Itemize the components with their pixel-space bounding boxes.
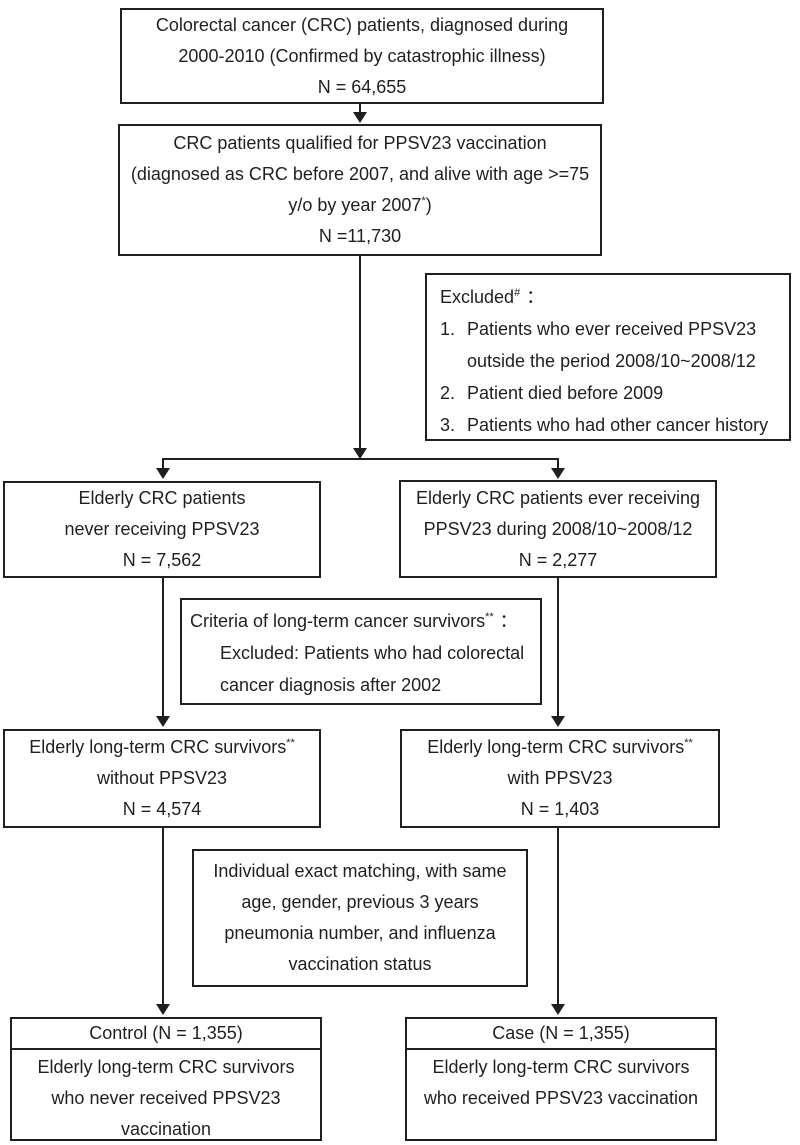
arrowhead-icon [156, 1004, 170, 1015]
item-number: 1. [440, 319, 456, 339]
box-line: 2000-2010 (Confirmed by catastrophic ill… [178, 45, 546, 66]
excluded-title: Excluded#： [440, 287, 545, 307]
arrowhead-icon [156, 716, 170, 727]
box-line: (diagnosed as CRC before 2007, and alive… [130, 164, 590, 184]
box-line: y/o by year 2007*) [288, 195, 432, 215]
footnote-asterisk: * [421, 195, 426, 207]
item-line: Patient died before 2009 [467, 383, 664, 403]
item-line: Patients who had other cancer history [467, 415, 769, 435]
box-line: PPSV23 during 2008/10~2008/12 [423, 518, 693, 539]
box-line: Elderly long-term CRC survivors** [427, 737, 693, 757]
box-line: pneumonia number, and influenza [224, 923, 496, 943]
box-line: vaccination status [288, 954, 432, 974]
box-line: with PPSV23 [507, 768, 613, 788]
box-ever-ppsv23: Elderly CRC patients ever receiving PPSV… [399, 480, 717, 578]
arrowhead-icon [551, 1004, 565, 1015]
arrowhead-icon [353, 448, 367, 459]
box-matching-criteria: Individual exact matching, with same age… [192, 849, 528, 987]
footnote-hash: # [514, 287, 521, 299]
footnote-double-asterisk: ** [286, 737, 295, 749]
case-header: Case (N = 1,355) [407, 1019, 715, 1050]
box-control-group: Control (N = 1,355) Elderly long-term CR… [10, 1017, 322, 1141]
box-survivors-without-ppsv23: Elderly long-term CRC survivors** withou… [3, 729, 321, 828]
box-line: N =11,730 [318, 226, 402, 246]
criteria-line: cancer diagnosis after 2002 [220, 675, 442, 695]
control-header: Control (N = 1,355) [12, 1019, 320, 1050]
arrowhead-icon [551, 716, 565, 727]
arrowhead-icon [551, 468, 565, 479]
box-survivors-with-ppsv23: Elderly long-term CRC survivors** with P… [400, 729, 720, 828]
box-line: Elderly long-term CRC survivors** [29, 737, 295, 757]
footnote-double-asterisk: ** [485, 611, 494, 623]
box-line: N = 64,655 [317, 76, 407, 97]
box-line: N = 7,562 [122, 550, 202, 570]
box-line: vaccination [120, 1119, 212, 1139]
arrowhead-icon [156, 468, 170, 479]
box-excluded-criteria: Excluded#： 1. Patients who ever received… [425, 273, 791, 441]
box-line: N = 1,403 [520, 799, 600, 819]
item-number: 2. [440, 383, 456, 403]
box-never-ppsv23: Elderly CRC patients never receiving PPS… [3, 481, 321, 578]
excluded-item: 3. Patients who had other cancer history [440, 409, 781, 441]
box-qualified-patients: CRC patients qualified for PPSV23 vaccin… [118, 124, 602, 256]
box-line: without PPSV23 [96, 768, 228, 788]
item-line: outside the period 2008/10~2008/12 [467, 351, 756, 371]
box-line: Colorectal cancer (CRC) patients, diagno… [155, 14, 569, 35]
box-line: N = 4,574 [122, 799, 202, 819]
box-line: Elderly CRC patients ever receiving [415, 487, 701, 508]
excluded-item: 2. Patient died before 2009 [440, 377, 781, 409]
criteria-line: Excluded: Patients who had colorectal [220, 643, 525, 663]
box-line: who received PPSV23 vaccination [423, 1088, 699, 1108]
box-longterm-criteria: Criteria of long-term cancer survivors**… [180, 598, 542, 705]
box-line: Elderly long-term CRC survivors [37, 1057, 295, 1077]
criteria-title: Criteria of long-term cancer survivors**… [190, 611, 518, 631]
box-line: age, gender, previous 3 years [241, 892, 479, 912]
box-line: N = 2,277 [518, 549, 598, 570]
box-line: never receiving PPSV23 [64, 519, 260, 539]
box-line: CRC patients qualified for PPSV23 vaccin… [173, 133, 547, 153]
item-number: 3. [440, 415, 456, 435]
arrowhead-icon [353, 112, 367, 123]
box-line: Elderly CRC patients [78, 488, 246, 508]
box-line: Elderly long-term CRC survivors [432, 1057, 690, 1077]
footnote-double-asterisk: ** [684, 737, 693, 749]
box-line: who never received PPSV23 [51, 1088, 281, 1108]
box-crc-patients-total: Colorectal cancer (CRC) patients, diagno… [120, 8, 604, 104]
item-line: Patients who ever received PPSV23 [467, 319, 757, 339]
excluded-item: 1. Patients who ever received PPSV23 out… [440, 313, 781, 377]
box-case-group: Case (N = 1,355) Elderly long-term CRC s… [405, 1017, 717, 1141]
box-line: Individual exact matching, with same [213, 861, 507, 881]
